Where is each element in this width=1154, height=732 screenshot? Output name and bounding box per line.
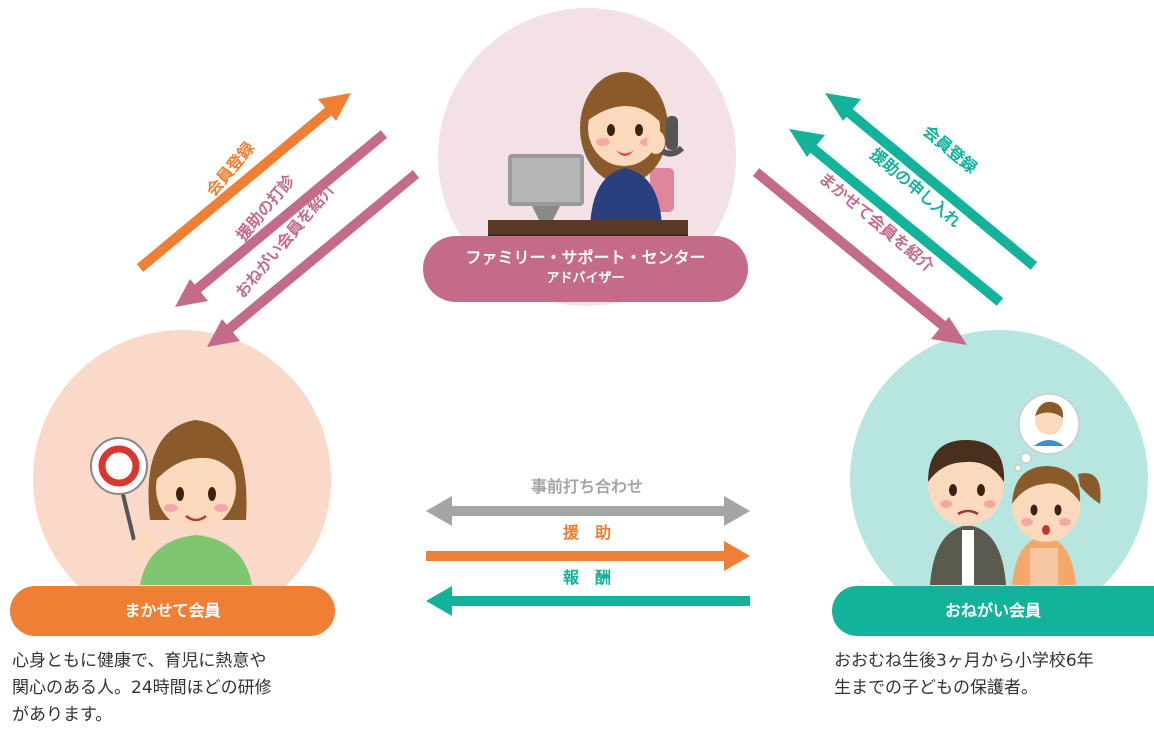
makasete-description-line: 関心のある人。24時間ほどの研修	[12, 678, 272, 698]
onegai-member-title: おねがい会員	[944, 601, 1041, 620]
bottom-arrow-reward-label: 報 酬	[563, 568, 611, 587]
left-arrow-request	[175, 130, 388, 307]
onegai-description-line: 生までの子どもの保護者。	[834, 678, 1038, 698]
onegai-description-line: おおむね生後3ヶ月から小学校6年	[834, 651, 1094, 671]
makasete-member-title: まかせて会員	[124, 601, 221, 620]
advisor-illustration	[488, 72, 688, 242]
bottom-arrow-reward	[426, 586, 750, 616]
makasete-description-line: があります。	[12, 705, 113, 725]
makasete-description: 心身ともに健康で、育児に熱意や 関心のある人。24時間ほどの研修 があります。	[12, 648, 352, 729]
makasete-description-line: 心身ともに健康で、育児に熱意や	[12, 651, 267, 671]
advisor-title: ファミリー・サポート・センター	[465, 248, 706, 267]
advisor-subtitle: アドバイザー	[546, 271, 625, 286]
makasete-illustration	[90, 420, 252, 585]
makasete-member-label: まかせて会員	[10, 586, 335, 636]
right-arrow-register-label: 会員登録	[919, 122, 981, 178]
bottom-arrow-meeting	[426, 496, 750, 526]
right-arrow-apply	[789, 129, 1004, 306]
bottom-arrow-meeting-label: 事前打ち合わせ	[531, 477, 643, 496]
left-arrow-register	[136, 93, 351, 272]
left-arrow-introduce	[207, 170, 420, 347]
bottom-arrow-support-label: 援 助	[563, 523, 611, 542]
right-arrow-register	[825, 93, 1038, 270]
onegai-member-label: おねがい会員	[832, 586, 1154, 636]
onegai-description: おおむね生後3ヶ月から小学校6年 生までの子どもの保護者。	[834, 648, 1154, 702]
bottom-arrow-support	[426, 541, 750, 571]
right-arrow-introduce	[752, 168, 967, 345]
advisor-label: ファミリー・サポート・センター アドバイザー	[423, 236, 748, 302]
onegai-illustration	[928, 393, 1101, 585]
